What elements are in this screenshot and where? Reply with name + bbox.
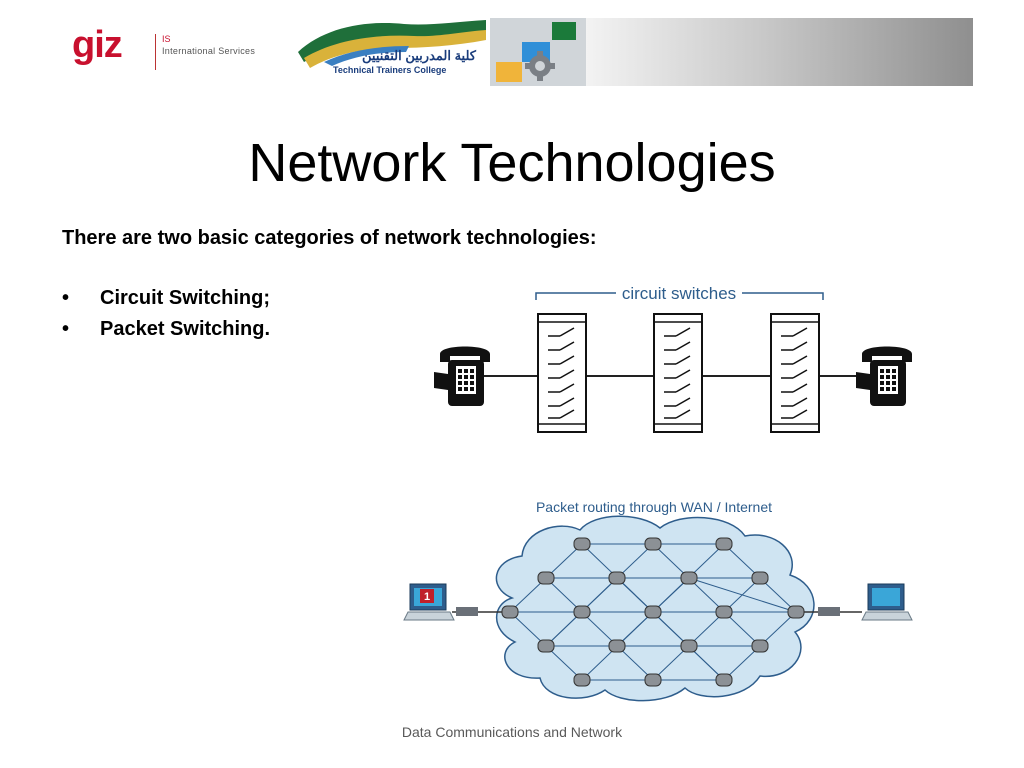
router-icon bbox=[644, 673, 662, 687]
packet-badge bbox=[420, 589, 434, 603]
intro-text: There are two basic categories of networ… bbox=[62, 227, 597, 249]
circuit-switch bbox=[770, 313, 820, 433]
router-icon bbox=[751, 639, 769, 653]
bullet-marker: • bbox=[62, 287, 70, 309]
bullet-marker: • bbox=[62, 318, 70, 340]
college-name-arabic: كلية المدربين التقنيين bbox=[362, 48, 476, 63]
receiver-link bbox=[804, 607, 862, 616]
router-icon bbox=[680, 571, 698, 585]
bullet-text: Packet Switching. bbox=[100, 318, 271, 340]
packet-routing-label: Packet routing through WAN / Internet bbox=[536, 499, 772, 515]
telephone-icon bbox=[856, 346, 912, 406]
giz-wordmark: giz bbox=[72, 24, 123, 66]
router-icon bbox=[715, 605, 733, 619]
router-icon bbox=[644, 605, 662, 619]
giz-is-label: IS bbox=[162, 34, 171, 44]
router-icon bbox=[644, 537, 662, 551]
router-icon bbox=[537, 639, 555, 653]
router-icon bbox=[608, 639, 626, 653]
sender-link bbox=[452, 607, 502, 616]
router-nodes bbox=[501, 537, 805, 687]
giz-logo-divider bbox=[155, 34, 156, 70]
college-logo bbox=[298, 20, 486, 68]
circuit-switch bbox=[653, 313, 703, 433]
telephone-icon bbox=[434, 346, 490, 406]
slide-footer: Data Communications and Network bbox=[401, 724, 623, 740]
internet-cloud bbox=[495, 515, 815, 702]
college-name-english: Technical Trainers College bbox=[333, 65, 447, 75]
slide-title: Network Technologies bbox=[248, 133, 776, 193]
router-icon bbox=[501, 605, 519, 619]
router-icon bbox=[787, 605, 805, 619]
router-icon bbox=[573, 537, 591, 551]
router-icon bbox=[608, 571, 626, 585]
giz-subtitle: International Services bbox=[162, 46, 256, 56]
header-gradient-bar bbox=[586, 18, 973, 86]
circuit-switch bbox=[537, 313, 587, 433]
circuit-switches-bracket bbox=[535, 292, 824, 300]
router-icon bbox=[715, 537, 733, 551]
routing-mesh bbox=[509, 543, 797, 681]
bullet-text: Circuit Switching; bbox=[100, 287, 270, 309]
header-banner: giz IS International Services كلية المدر… bbox=[0, 18, 973, 86]
router-icon bbox=[715, 673, 733, 687]
router-icon bbox=[751, 571, 769, 585]
router-icon bbox=[537, 571, 555, 585]
gear-blocks-icon bbox=[490, 18, 586, 86]
circuit-switches-label: circuit switches bbox=[622, 284, 736, 303]
router-icon bbox=[573, 605, 591, 619]
giz-logo: giz IS International Services bbox=[72, 24, 287, 74]
router-icon bbox=[680, 639, 698, 653]
packet-badge-number: 1 bbox=[424, 591, 430, 603]
sender-computer-icon bbox=[403, 583, 455, 621]
router-icon bbox=[573, 673, 591, 687]
receiver-computer-icon bbox=[861, 583, 913, 621]
